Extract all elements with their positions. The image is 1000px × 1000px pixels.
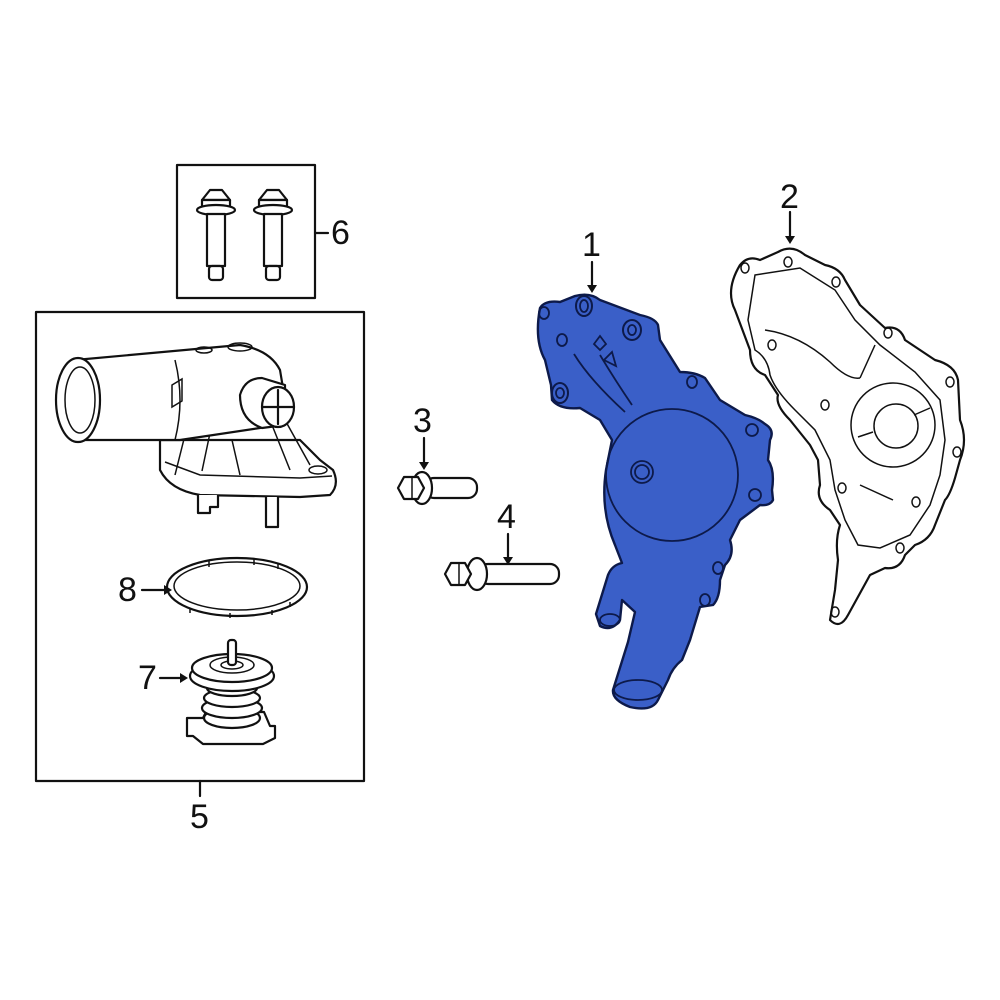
thermostat-icon	[185, 638, 277, 746]
water-pump-icon	[536, 260, 775, 710]
gasket-icon	[729, 210, 966, 626]
callout-2: 2	[780, 178, 799, 216]
bolt-4-icon	[443, 532, 561, 592]
bolt-icon	[195, 188, 237, 282]
callout-7: 7	[138, 659, 157, 697]
bolts-box-6	[175, 163, 330, 300]
callout-6: 6	[331, 214, 350, 252]
housing-box-5	[34, 310, 366, 798]
bolt-3-icon	[396, 436, 479, 506]
callout-5: 5	[190, 798, 209, 836]
thermostat-housing-icon	[54, 342, 337, 529]
callout-1: 1	[582, 226, 601, 264]
seal-ring-icon	[165, 556, 309, 618]
callout-4: 4	[497, 498, 516, 536]
callout-3: 3	[413, 402, 432, 440]
callout-8: 8	[118, 571, 137, 609]
bolt-icon	[252, 188, 294, 282]
